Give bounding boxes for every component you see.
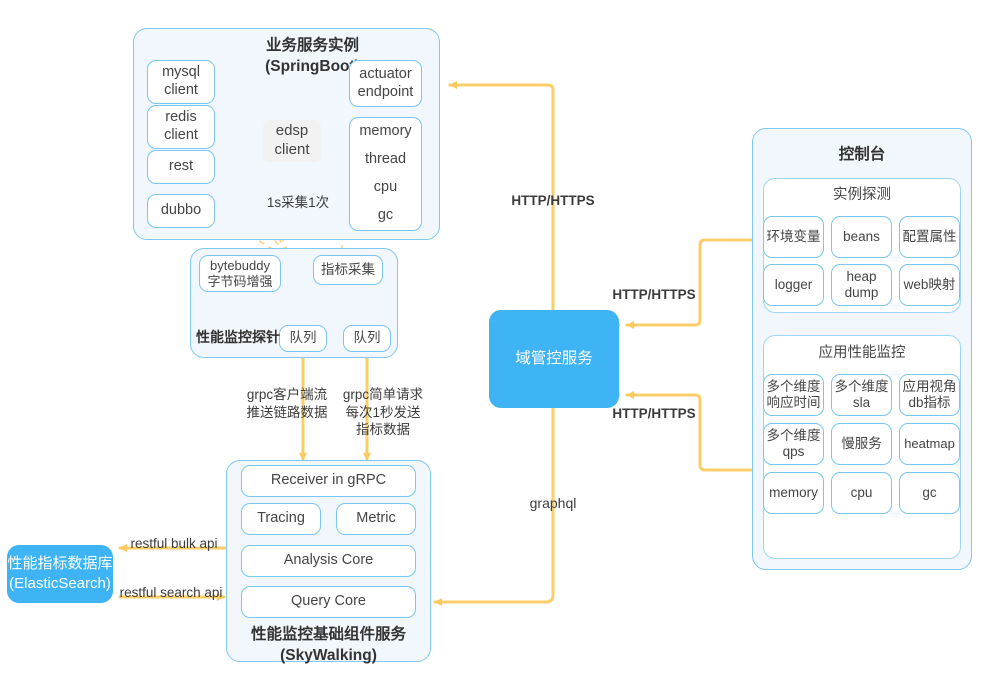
console-section-1-title: 实例探测 (833, 187, 891, 203)
node-metric[interactable]: Metric (336, 503, 416, 535)
edge-label-restful-bulk: restful bulk api (130, 536, 218, 551)
node-query-core[interactable]: Query Core (241, 586, 416, 618)
skywalking-caption-line2: (SkyWalking) (280, 646, 377, 664)
console-item-sla[interactable]: 多个维度 sla (831, 374, 892, 416)
console-item-qps[interactable]: 多个维度 qps (763, 423, 824, 465)
edge-label-grpc-simple: grpc简单请求 每次1秒发送 指标数据 (342, 387, 424, 438)
node-dubbo[interactable]: dubbo (147, 194, 215, 228)
node-bytebuddy[interactable]: bytebuddy 字节码增强 (199, 255, 281, 292)
node-mysql-client[interactable]: mysql client (147, 60, 215, 104)
elasticsearch-node[interactable]: 性能指标数据库 (ElasticSearch) (7, 545, 113, 603)
console-item-beans[interactable]: beans (831, 216, 892, 258)
console-item-heatmap[interactable]: heatmap (899, 423, 960, 465)
console-item-slow-service[interactable]: 慢服务 (831, 423, 892, 465)
jvm-metric-thread: thread (364, 151, 407, 168)
edge-label-http-instance: HTTP/HTTPS (612, 287, 696, 302)
jvm-metric-gc: gc (377, 207, 394, 224)
springboot-title-line1: 业务服务实例 (265, 37, 359, 54)
console-section-2-title: 应用性能监控 (818, 345, 906, 361)
console-item-db-metrics[interactable]: 应用视角 db指标 (899, 374, 960, 416)
node-edsp-client[interactable]: edsp client (263, 120, 321, 162)
node-actuator-endpoint[interactable]: actuator endpoint (349, 60, 422, 107)
edge-label-graphql: graphql (529, 495, 577, 511)
console-title: 控制台 (838, 146, 886, 163)
console-item-cpu[interactable]: cpu (831, 472, 892, 514)
jvm-metric-cpu: cpu (373, 179, 398, 196)
probe-label: 性能监控探针 (196, 329, 280, 345)
edge-label-http-top: HTTP/HTTPS (511, 193, 595, 208)
console-item-config-props[interactable]: 配置属性 (899, 216, 960, 258)
springboot-title-line2: (SpringBoot) (265, 57, 360, 75)
skywalking-caption-line1: 性能监控基础组件服务 (250, 626, 406, 643)
node-metric-collect[interactable]: 指标采集 (313, 255, 383, 285)
console-item-gc[interactable]: gc (899, 472, 960, 514)
node-receiver-grpc[interactable]: Receiver in gRPC (241, 465, 416, 497)
console-item-response-time[interactable]: 多个维度 响应时间 (763, 374, 824, 416)
domain-service-node[interactable]: 域管控服务 (489, 310, 619, 408)
node-jvm-metrics[interactable]: memory thread cpu gc (349, 117, 422, 231)
node-queue-tracing[interactable]: 队列 (279, 325, 327, 352)
elasticsearch-line2: (ElasticSearch) (9, 575, 111, 592)
console-item-logger[interactable]: logger (763, 264, 824, 306)
node-redis-client[interactable]: redis client (147, 105, 215, 149)
jvm-metric-memory: memory (359, 123, 412, 140)
edge-label-http-apm: HTTP/HTTPS (612, 406, 696, 421)
skywalking-caption: 性能监控基础组件服务 (SkyWalking) (241, 625, 416, 667)
node-queue-metric[interactable]: 队列 (343, 325, 391, 352)
edge-label-grpc-stream: grpc客户端流 推送链路数据 (246, 387, 328, 420)
sample-rate-hint: 1s采集1次 (266, 195, 330, 210)
elasticsearch-line1: 性能指标数据库 (7, 554, 113, 572)
node-analysis-core[interactable]: Analysis Core (241, 545, 416, 577)
console-item-memory[interactable]: memory (763, 472, 824, 514)
console-item-heap-dump[interactable]: heap dump (831, 264, 892, 306)
node-tracing[interactable]: Tracing (241, 503, 321, 535)
console-item-env-vars[interactable]: 环境变量 (763, 216, 824, 258)
edge-label-restful-search: restful search api (119, 585, 223, 600)
node-rest[interactable]: rest (147, 150, 215, 184)
springboot-title: 业务服务实例 (SpringBoot) (205, 36, 420, 78)
console-item-web-mapping[interactable]: web映射 (899, 264, 960, 306)
